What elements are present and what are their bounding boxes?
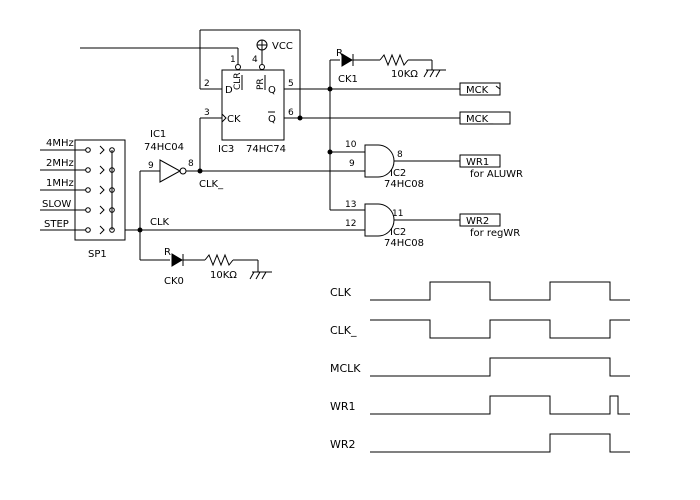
ic3-label-pr: PR [256,78,266,90]
wr1-note: for ALUWR [470,169,523,180]
timing-wave-clk-n [370,319,630,339]
ck0-r-label: R [164,247,171,258]
output-tag-wr2: WR2 [459,213,501,227]
output-mck-n-label: MCK_ [466,114,494,125]
flipflop-ic3: D CK Q Q CLR PR 2 3 1 4 5 6 IC3 74HC74 [204,55,294,155]
ic3-label-d: D [225,85,233,96]
switch-pos-2mhz: 2MHz [46,158,74,169]
ck1-r-label: R [336,48,343,59]
switch-pos-step: STEP [44,219,69,230]
ic3-pin-q: 5 [288,79,294,89]
ic2a-pin-b: 9 [349,159,355,169]
timing-wave-clk [370,281,630,301]
timing-label-wr2: WR2 [330,438,356,451]
ic3-label-qn: Q [268,114,276,125]
ic2a-pin-y: 8 [397,150,403,160]
output-wr2-label: WR2 [466,216,489,227]
timing-wave-mclk [370,357,630,377]
ck1-ref: CK1 [338,74,358,85]
ck1-res-label: 10KΩ [391,69,418,80]
ic3-part: 74HC74 [246,144,286,155]
ic2a-part: 74HC08 [384,179,424,190]
switch-left-contacts [85,147,115,233]
ic3-pin-clr: 1 [230,55,236,65]
ic3-label-clr: CLR [233,72,243,90]
ic3-pin-ck: 3 [204,108,210,118]
ic2a-pin-a: 10 [345,140,357,150]
vcc-label: VCC [272,41,293,52]
ic3-label-q: Q [268,85,276,96]
ic1-part: 74HC04 [144,142,184,153]
inverter-ic1: IC1 74HC04 8 [144,129,194,183]
ic2b-pin-y: 11 [392,209,403,219]
timing-label-clk-n: CLK_ [330,324,357,337]
ic3-ref: IC3 [218,144,234,155]
output-mck-label: MCK [466,85,489,96]
and-gate-top: 10 9 8 IC2 74HC08 [345,140,424,190]
timing-wave-wr2 [370,433,630,453]
ic3-pin-qn: 6 [288,108,294,118]
net-clk-label: CLK [150,217,170,228]
ic2b-part: 74HC08 [384,238,424,249]
switch-pos-4mhz: 4MHz [46,138,74,149]
ic1-ref: IC1 [150,129,166,140]
switch-pos-slow: SLOW [42,199,71,210]
ic3-pin-d: 2 [204,79,210,89]
ic3-pin-pr: 4 [252,55,258,65]
ck0-res-label: 10KΩ [210,270,237,281]
output-wr1-label: WR1 [466,157,489,168]
wr2-note: for regWR [470,228,520,239]
output-tag-mck: MCK [459,82,501,96]
switch-ref: SP1 [88,249,107,260]
ic2b-ref: IC2 [390,227,406,238]
timing-label-clk: CLK [330,286,352,299]
timing-label-mclk: MCLK [330,362,361,375]
timing-wave-wr1 [370,395,630,415]
ic1-pin-in: 9 [148,161,154,171]
ck0-ref: CK0 [164,276,184,287]
ic2b-pin-a: 13 [345,200,356,210]
timing-label-wr1: WR1 [330,400,356,413]
ic3-label-ck: CK [227,114,241,125]
net-clk-n-label: CLK_ [199,179,224,190]
ic1-pin-out: 8 [188,159,194,169]
output-tag-mck-n: MCK_ [459,111,511,125]
ic2b-pin-b: 12 [345,219,356,229]
output-tag-wr1: WR1 [459,154,501,168]
switch-pos-1mhz: 1MHz [46,178,74,189]
selector-switch: 4MHz 2MHz 1MHz SLOW STEP SP1 [40,138,126,260]
ic2a-ref: IC2 [390,168,406,179]
and-gate-bottom: 13 12 11 IC2 74HC08 [345,200,424,249]
